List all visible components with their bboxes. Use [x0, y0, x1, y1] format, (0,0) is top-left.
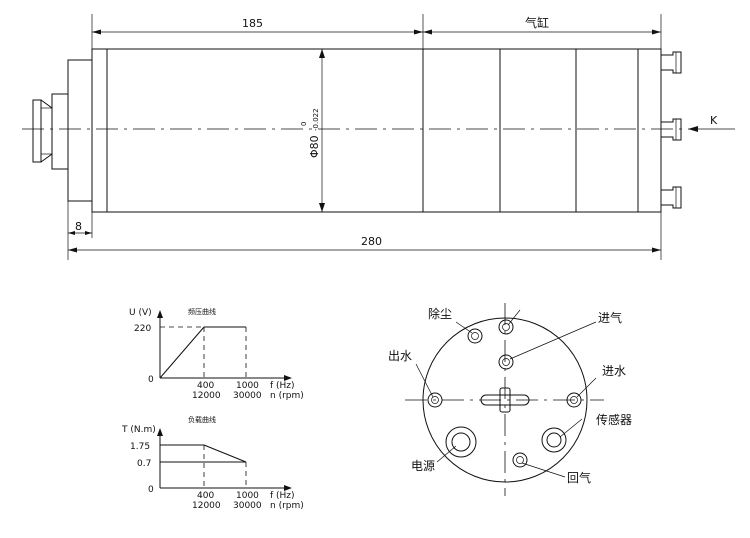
front-flange: [67, 59, 93, 202]
torque-y-label: T (N.m): [121, 425, 156, 435]
torque-y-tick-175: 1.75: [130, 442, 150, 452]
label-water-in: 进水: [602, 364, 626, 378]
voltage-chart-title: 频压曲线: [188, 307, 216, 316]
voltage-x-tick-1000: 1000: [236, 381, 259, 391]
voltage-y-label: U (V): [129, 308, 152, 318]
label-dust: 除尘: [428, 306, 452, 321]
back-fittings: [661, 51, 682, 209]
top-dimensions: 185 气缸: [91, 14, 662, 49]
torque-f-label: f (Hz): [270, 491, 295, 501]
torque-x-tick-1000: 1000: [236, 491, 259, 501]
voltage-n-label: n (rpm): [270, 391, 304, 401]
voltage-x-tick-12000: 12000: [192, 391, 221, 401]
center-slot: [480, 394, 530, 406]
fitting-water-in: [566, 392, 582, 408]
torque-chart: 负载曲线 T (N.m) 1.75 0.7 0 400 1000 12000 3…: [121, 415, 304, 511]
diameter-upper-tol: 0: [300, 122, 308, 126]
label-air-return: 回气: [567, 470, 591, 485]
dim-185: 185: [242, 17, 263, 30]
fitting-dust: [467, 328, 483, 344]
bottom-dimensions: 8 280: [67, 201, 662, 260]
label-water-out: 出水: [388, 349, 412, 363]
voltage-chart: 频压曲线 U (V) 220 0 400 1000 12000 30000 f …: [129, 307, 304, 401]
end-view: 除尘 进气 出水 进水 传感器 电源 回气: [388, 303, 632, 496]
voltage-y-tick-220: 220: [134, 324, 151, 334]
label-sensor: 传感器: [596, 412, 632, 427]
torque-x-tick-12000: 12000: [192, 501, 221, 511]
diameter-lower-tol: -0.022: [312, 108, 320, 131]
diameter-dimension: Φ80 0 -0.022: [300, 49, 325, 212]
cylinder-section: [422, 48, 662, 213]
voltage-origin: 0: [148, 375, 154, 385]
label-power: 电源: [411, 459, 435, 473]
view-arrow-k: K: [688, 114, 735, 132]
voltage-f-label: f (Hz): [270, 381, 295, 391]
diameter-value: Φ80: [308, 135, 321, 158]
torque-x-tick-30000: 30000: [233, 501, 262, 511]
fitting-water-out: [427, 392, 443, 408]
torque-n-label: n (rpm): [270, 501, 304, 511]
dim-8: 8: [75, 220, 82, 233]
fitting-air-in: [498, 354, 514, 370]
spindle-side-view: Φ80 0 -0.022 K: [22, 48, 735, 213]
spindle-body: [91, 48, 108, 213]
voltage-x-tick-30000: 30000: [233, 391, 262, 401]
torque-origin: 0: [148, 485, 154, 495]
dim-280: 280: [361, 235, 382, 248]
torque-x-tick-400: 400: [197, 491, 214, 501]
torque-y-tick-07: 0.7: [137, 459, 151, 469]
fitting-top: [498, 319, 514, 335]
connector-power: [445, 426, 477, 458]
connector-sensor: [541, 427, 567, 453]
torque-chart-title: 负载曲线: [188, 415, 216, 424]
cylinder-label: 气缸: [525, 15, 549, 30]
fitting-air-return: [512, 452, 528, 468]
view-label: K: [710, 114, 718, 127]
voltage-x-tick-400: 400: [197, 381, 214, 391]
pulley: [32, 93, 69, 170]
label-air-in: 进气: [598, 310, 622, 325]
